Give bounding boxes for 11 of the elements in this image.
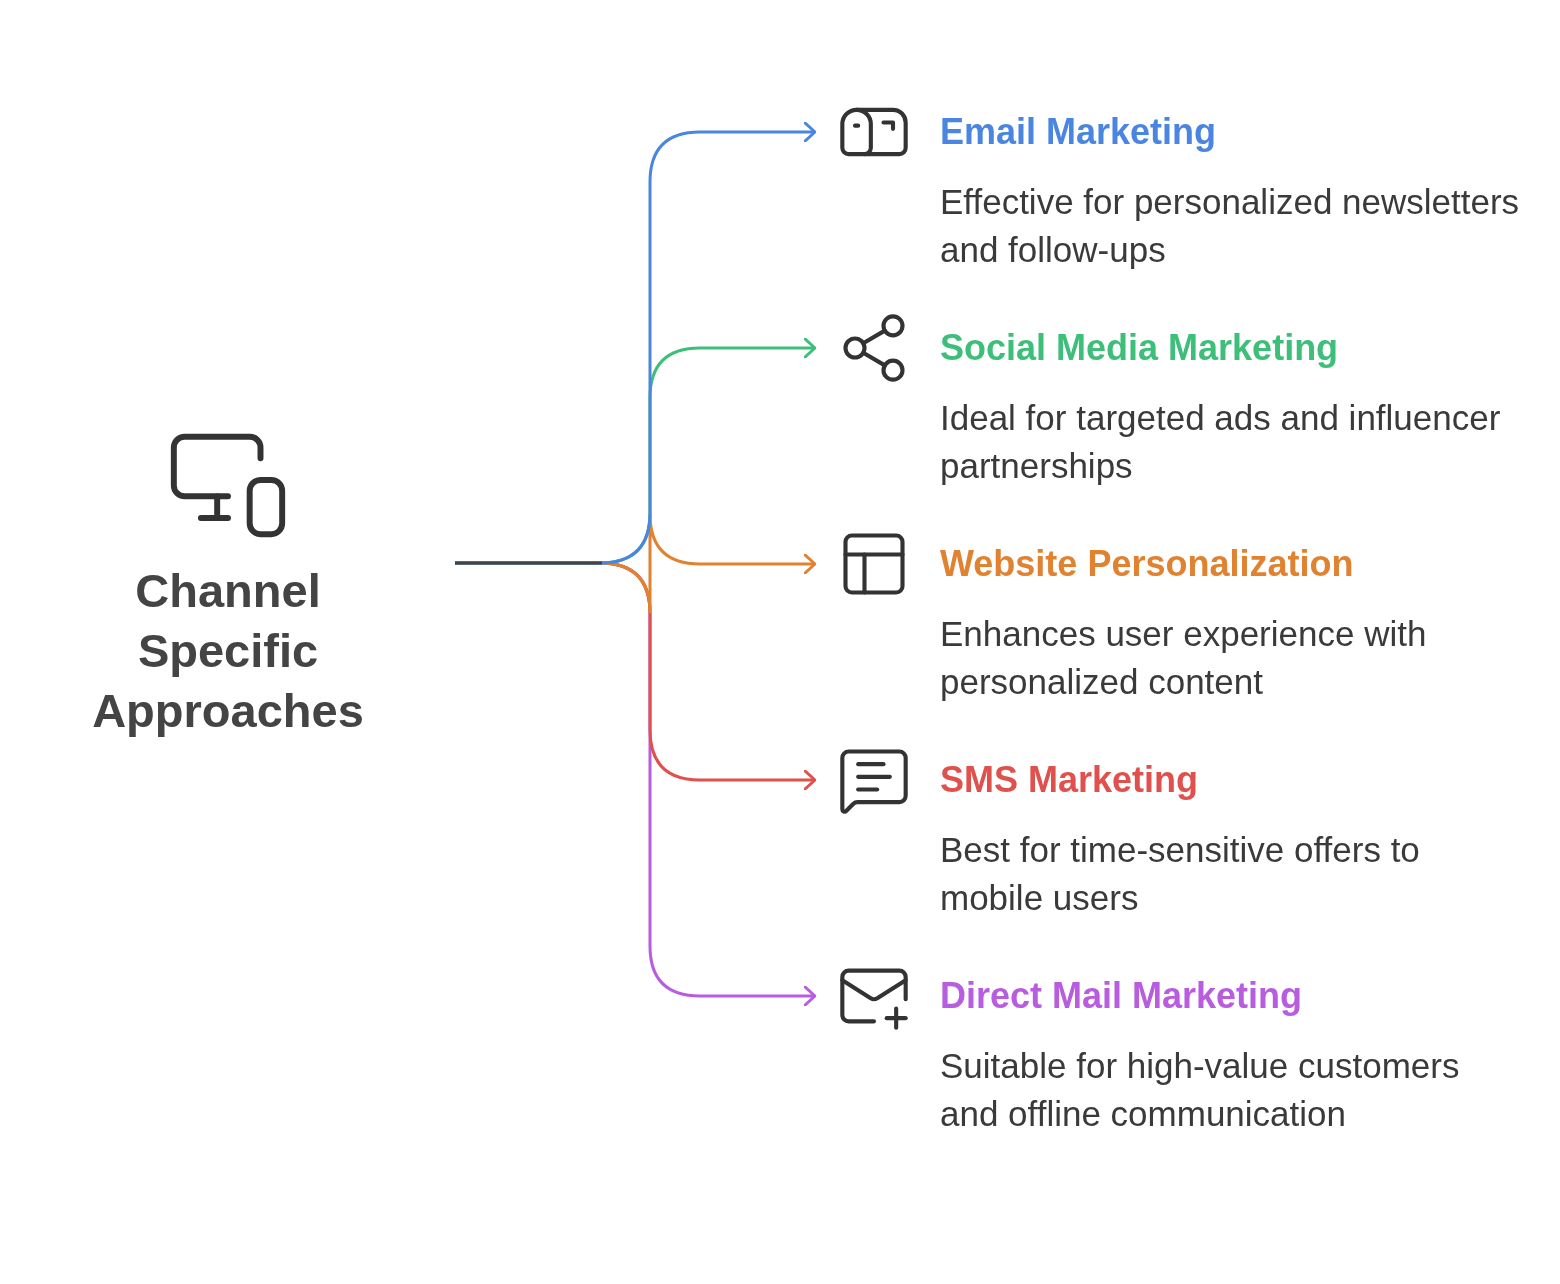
item-heading: Email Marketing <box>940 110 1218 154</box>
item-heading: SMS Marketing <box>940 758 1200 802</box>
item-description: Ideal for targeted ads and influencer partnerships <box>940 397 1502 487</box>
item-heading: Social Media Marketing <box>940 326 1340 370</box>
item-description: Best for time-sensitive offers to mobile users <box>940 829 1421 919</box>
item-description: Suitable for high-value customers and offline communication <box>940 1045 1461 1135</box>
item-heading: Direct Mail Marketing <box>940 974 1304 1018</box>
item-heading: Website Personalization <box>940 542 1355 586</box>
title-text: Channel Specific Approaches <box>91 563 365 739</box>
item-description: Enhances user experience with personalized content <box>940 613 1428 703</box>
item-description: Effective for personalized newsletters and follow-ups <box>940 181 1520 271</box>
